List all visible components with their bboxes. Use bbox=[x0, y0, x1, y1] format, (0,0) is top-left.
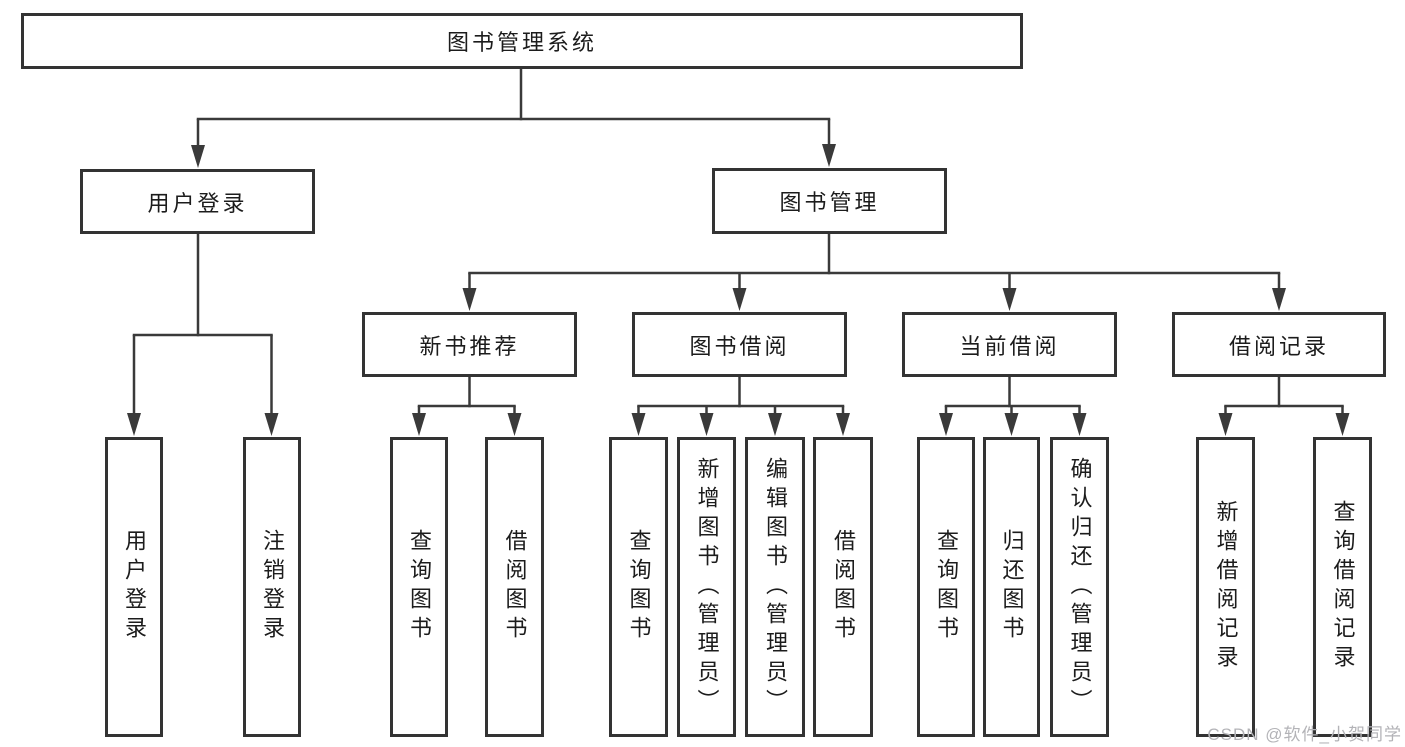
leaf-label: 用户登录 bbox=[122, 529, 147, 645]
leaf-query-books: 查询图书 bbox=[390, 437, 448, 737]
leaf-query-books: 查询图书 bbox=[917, 437, 975, 737]
leaf-label: 归还图书 bbox=[999, 529, 1025, 645]
node-new-book-recommend: 新书推荐 bbox=[362, 312, 577, 377]
leaf-borrow-books: 借阅图书 bbox=[813, 437, 873, 737]
node-borrowing-records: 借阅记录 bbox=[1172, 312, 1386, 377]
leaf-add-borrow-record: 新增借阅记录 bbox=[1196, 437, 1255, 737]
node-user-login: 用户登录 bbox=[80, 169, 315, 234]
leaf-query-borrow-record: 查询借阅记录 bbox=[1313, 437, 1372, 737]
leaf-edit-books-admin: 编辑图书（管理员） bbox=[745, 437, 805, 737]
leaf-label: 编辑图书（管理员） bbox=[763, 456, 788, 718]
leaf-label: 注销登录 bbox=[260, 529, 285, 645]
leaf-borrow-books: 借阅图书 bbox=[485, 437, 544, 737]
leaf-label: 借阅图书 bbox=[831, 529, 856, 645]
leaf-user-login: 用户登录 bbox=[105, 437, 163, 737]
node-book-management: 图书管理 bbox=[712, 168, 947, 234]
node-library-system: 图书管理系统 bbox=[21, 13, 1023, 69]
csdn-watermark: CSDN @软件_小贺同学 bbox=[1207, 725, 1402, 744]
leaf-add-books-admin: 新增图书（管理员） bbox=[677, 437, 736, 737]
leaf-label: 确认归还（管理员） bbox=[1067, 456, 1093, 718]
leaf-label: 查询图书 bbox=[626, 529, 652, 645]
leaf-label: 新增借阅记录 bbox=[1213, 500, 1239, 674]
leaf-logout: 注销登录 bbox=[243, 437, 301, 737]
leaf-query-books: 查询图书 bbox=[609, 437, 668, 737]
leaf-label: 新增图书（管理员） bbox=[694, 456, 720, 718]
node-book-borrowing: 图书借阅 bbox=[632, 312, 847, 377]
leaf-confirm-return-admin: 确认归还（管理员） bbox=[1050, 437, 1109, 737]
leaf-return-books: 归还图书 bbox=[983, 437, 1040, 737]
leaf-label: 查询借阅记录 bbox=[1330, 500, 1356, 674]
leaf-label: 查询图书 bbox=[407, 529, 432, 645]
leaf-label: 借阅图书 bbox=[502, 529, 528, 645]
leaf-label: 查询图书 bbox=[934, 529, 959, 645]
node-current-borrowing: 当前借阅 bbox=[902, 312, 1117, 377]
